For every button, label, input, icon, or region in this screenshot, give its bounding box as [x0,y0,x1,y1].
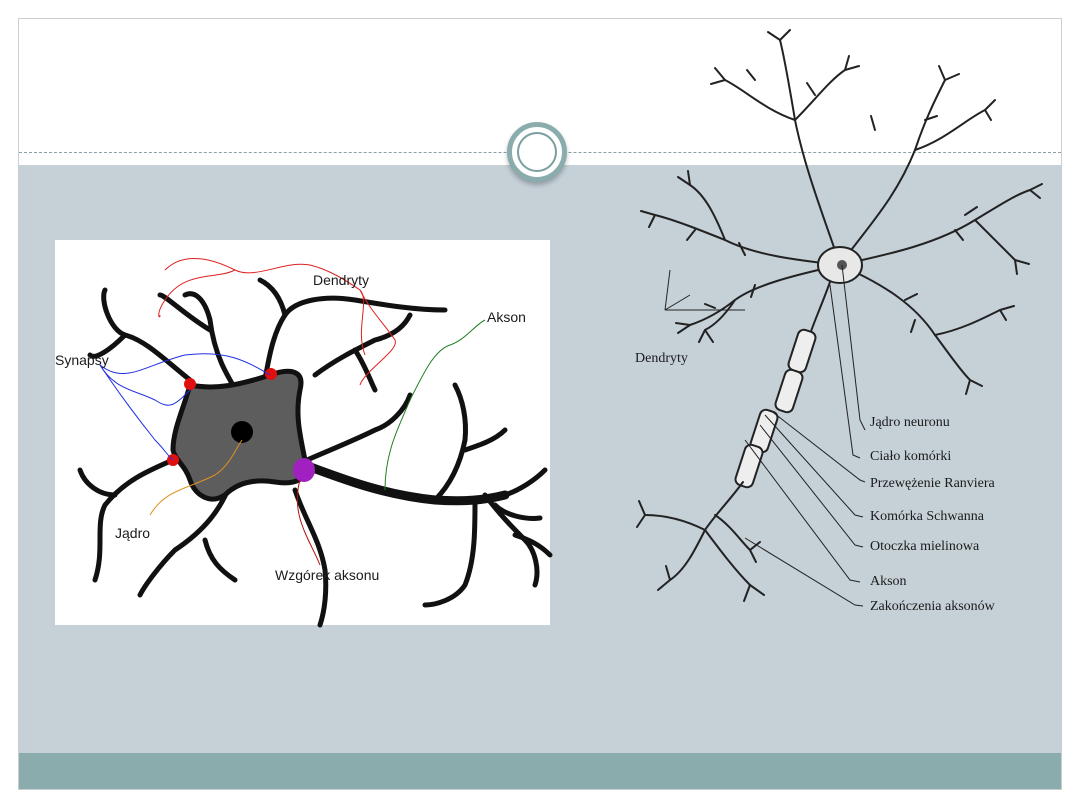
myelin-segment [787,328,817,374]
label-myelin-sheath: Otoczka mielinowa [870,539,980,554]
label-axon: Akson [870,574,907,589]
label-node-of-ranvier: Przewężenie Ranviera [870,476,996,491]
myelin-segment [734,443,764,489]
axon-hillock-marker [293,458,315,482]
myelinated-axon [734,281,831,489]
label-neuron-nucleus: Jądro neuronu [870,415,950,430]
leader-lines-left [99,257,486,566]
label-dendrites: Dendryty [635,351,688,366]
label-schwann-cell: Komórka Schwanna [870,509,985,524]
label-synapses: Synapsy [55,352,109,368]
label-axon-hillock: Wzgórek aksonu [275,567,379,583]
leader-lines-right [664,264,866,607]
label-nucleus: Jądro [115,525,150,541]
nucleus-dot [231,421,253,443]
circle-ornament-inner [517,132,557,172]
neuron-diagram-simple: Dendryty Akson Synapsy Jądro Wzgórek aks… [55,240,553,628]
synapse-marker [184,378,196,390]
axon-terminals [636,481,765,602]
myelin-segment [774,368,804,414]
neuron-drawing [77,277,553,628]
label-axon-terminals: Zakończenia aksonów [870,599,996,614]
label-dendrites: Dendryty [313,272,369,288]
circle-ornament [507,122,567,182]
label-cell-body: Ciało komórki [870,449,951,464]
synapse-marker [265,368,277,380]
dendritic-tree [640,29,1043,395]
footer-band [19,753,1061,789]
label-axon: Akson [487,309,526,325]
neuron-diagram-anatomical: Dendryty Jądro neuronu Ciało komórki Prz… [635,29,1043,614]
